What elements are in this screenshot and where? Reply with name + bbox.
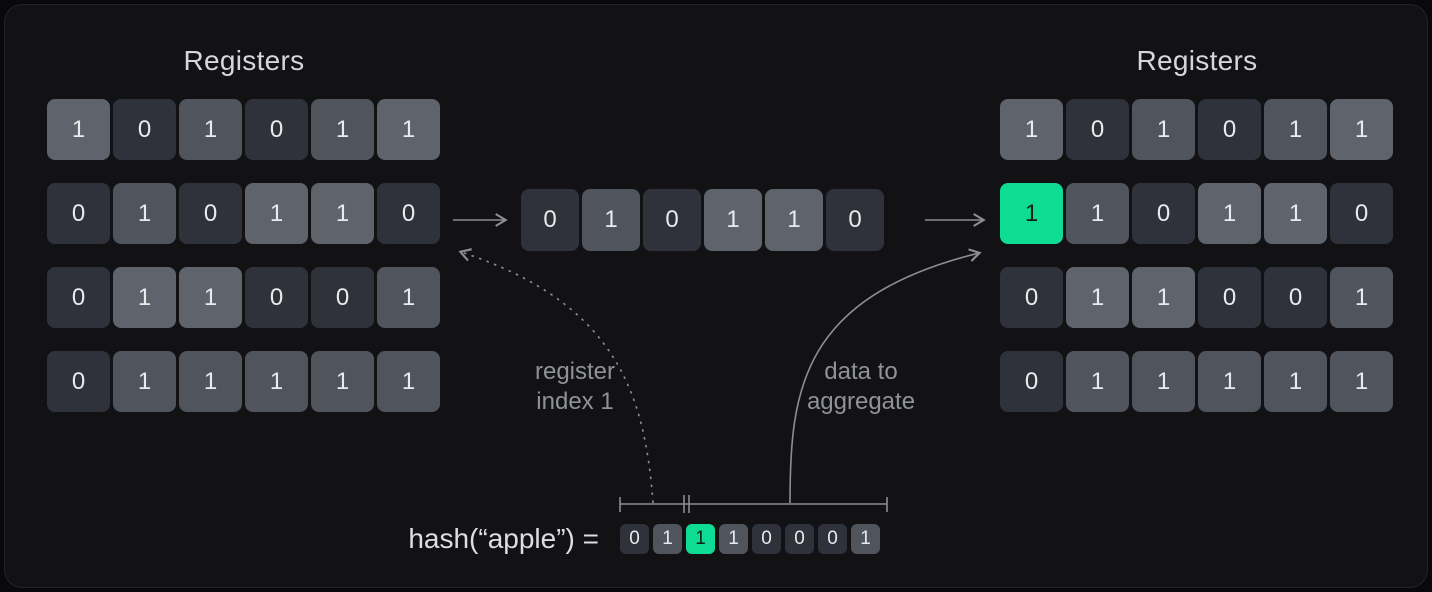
register-cell: 1 bbox=[1000, 99, 1063, 160]
register-cell: 0 bbox=[179, 183, 242, 244]
register-cell: 1 bbox=[1132, 351, 1195, 412]
incoming-register-cell: 0 bbox=[521, 189, 579, 251]
register-cell: 1 bbox=[1198, 183, 1261, 244]
right-registers-title: Registers bbox=[1136, 45, 1258, 76]
register-cell: 1 bbox=[1132, 99, 1195, 160]
register-cell: 1 bbox=[1264, 183, 1327, 244]
left-registers-title: Registers bbox=[183, 45, 305, 76]
first-set-bit-cell: 1 bbox=[686, 524, 715, 554]
hash-bit-cell: 1 bbox=[719, 524, 748, 554]
incoming-register-cell: 0 bbox=[826, 189, 884, 251]
register-cell: 0 bbox=[47, 351, 110, 412]
register-cell: 1 bbox=[1330, 351, 1393, 412]
register-cell: 0 bbox=[245, 267, 308, 328]
register-cell: 0 bbox=[1198, 99, 1261, 160]
register-cell: 0 bbox=[245, 99, 308, 160]
register-cell: 0 bbox=[1330, 183, 1393, 244]
register-cell: 1 bbox=[113, 351, 176, 412]
hash-expression: hash(“apple”) = bbox=[408, 523, 599, 554]
register-cell: 0 bbox=[1198, 267, 1261, 328]
register-cell: 1 bbox=[377, 99, 440, 160]
incoming-register-cell: 0 bbox=[643, 189, 701, 251]
register-cell: 1 bbox=[1066, 351, 1129, 412]
register-index-label-line2: index 1 bbox=[536, 388, 614, 415]
hash-bit-cell: 1 bbox=[653, 524, 682, 554]
hash-bit-cell: 0 bbox=[818, 524, 847, 554]
hash-bit-cell: 0 bbox=[785, 524, 814, 554]
incoming-register-cell: 1 bbox=[765, 189, 823, 251]
register-cell: 1 bbox=[179, 267, 242, 328]
register-cell: 1 bbox=[245, 351, 308, 412]
register-cell: 1 bbox=[1264, 351, 1327, 412]
register-cell: 0 bbox=[1132, 183, 1195, 244]
hash-bit-cell: 0 bbox=[620, 524, 649, 554]
register-cell: 1 bbox=[311, 99, 374, 160]
register-cell: 1 bbox=[1264, 99, 1327, 160]
register-cell: 1 bbox=[1330, 267, 1393, 328]
register-cell: 1 bbox=[1066, 183, 1129, 244]
data-to-aggregate-label-line1: data to bbox=[824, 358, 898, 385]
register-cell: 1 bbox=[1132, 267, 1195, 328]
register-cell: 1 bbox=[179, 351, 242, 412]
register-cell: 1 bbox=[1066, 267, 1129, 328]
register-cell: 1 bbox=[311, 351, 374, 412]
register-cell: 0 bbox=[1264, 267, 1327, 328]
register-cell: 0 bbox=[47, 267, 110, 328]
register-cell: 1 bbox=[179, 99, 242, 160]
incoming-register-cell: 1 bbox=[582, 189, 640, 251]
register-index-label-line1: register bbox=[534, 358, 616, 385]
incoming-register-cell: 1 bbox=[704, 189, 762, 251]
register-cell: 1 bbox=[1198, 351, 1261, 412]
register-cell: 1 bbox=[245, 183, 308, 244]
register-cell: 1 bbox=[113, 183, 176, 244]
updated-register-cell: 1 bbox=[1000, 183, 1063, 244]
register-cell: 0 bbox=[1000, 351, 1063, 412]
hash-bits-bracket bbox=[619, 495, 888, 513]
register-cell: 1 bbox=[311, 183, 374, 244]
hash-bit-cell: 1 bbox=[851, 524, 880, 554]
register-cell: 1 bbox=[47, 99, 110, 160]
register-cell: 0 bbox=[47, 183, 110, 244]
data-to-aggregate-label-line2: aggregate bbox=[806, 388, 916, 415]
register-cell: 0 bbox=[311, 267, 374, 328]
register-cell: 1 bbox=[1330, 99, 1393, 160]
register-cell: 0 bbox=[113, 99, 176, 160]
hash-bit-cell: 0 bbox=[752, 524, 781, 554]
register-cell: 1 bbox=[377, 351, 440, 412]
register-cell: 1 bbox=[377, 267, 440, 328]
register-cell: 0 bbox=[377, 183, 440, 244]
register-cell: 1 bbox=[113, 267, 176, 328]
register-cell: 0 bbox=[1066, 99, 1129, 160]
register-cell: 0 bbox=[1000, 267, 1063, 328]
register-index-label: register index 1 bbox=[485, 357, 665, 417]
data-to-aggregate-label: data to aggregate bbox=[771, 357, 951, 417]
